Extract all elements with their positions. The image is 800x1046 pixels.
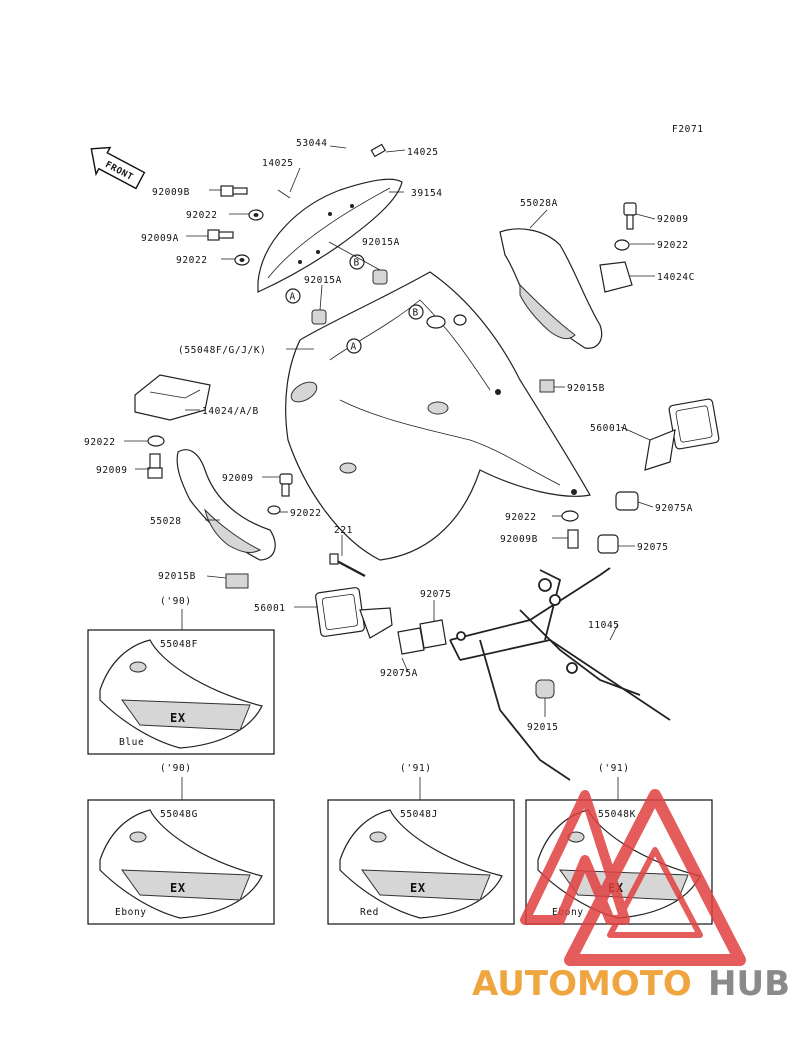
variant-box-2: ('90) EX 55048G Ebony [87, 763, 275, 925]
svg-text:A: A [290, 292, 296, 303]
variant-part: 55048F [160, 639, 198, 650]
label-92022-c: 92022 [84, 437, 116, 448]
grommet-92015a-icon [372, 269, 388, 285]
grommet-92075-right-icon [597, 534, 619, 554]
label-14025a: 14025 [262, 158, 294, 169]
label-92015b-left: 92015B [158, 571, 196, 582]
label-92015: 92015 [527, 722, 559, 733]
label-92075: 92075 [420, 589, 452, 600]
leader-lines [124, 145, 656, 800]
grommet-92075a-right-icon [615, 491, 639, 511]
bolt-92009-mid-icon [279, 473, 293, 497]
label-92022-e: 92022 [657, 240, 689, 251]
washer-92022c-icon [147, 435, 165, 447]
label-92022-d: 92022 [290, 508, 322, 519]
variant-year: ('90) [160, 763, 192, 774]
svg-text:B: B [354, 258, 360, 269]
svg-text:B: B [413, 308, 419, 319]
watermark-text-2: HUB [708, 964, 790, 1004]
label-55028a: 55028A [520, 198, 558, 209]
bolt-92009b-right-icon [567, 529, 579, 549]
label-56001: 56001 [254, 603, 286, 614]
svg-text:EX: EX [170, 881, 186, 895]
variant-part: 55048K [598, 809, 636, 820]
watermark-logo [520, 789, 746, 966]
label-14025b: 14025 [407, 147, 439, 158]
washer-92022f-icon [561, 510, 579, 522]
label-92022-b: 92022 [176, 255, 208, 266]
grommet-92015a-b-icon [311, 309, 327, 325]
label-92009-left: 92009 [96, 465, 128, 476]
label-92009-mid: 92009 [222, 473, 254, 484]
grommet-92015b-left-icon [225, 573, 249, 589]
label-14024c: 14024C [657, 272, 695, 283]
label-92015b-right: 92015B [567, 383, 605, 394]
bolt-92009-right-icon [623, 202, 637, 230]
label-92015a-b: 92015A [304, 275, 342, 286]
variant-year: ('91) [400, 763, 432, 774]
bracket-14024ab-part [134, 374, 211, 421]
variant-year: ('91) [598, 763, 630, 774]
label-53044: 53044 [296, 138, 328, 149]
label-39154: 39154 [411, 188, 443, 199]
washer-92022b-icon [234, 254, 250, 266]
callout-a-2: A [346, 338, 362, 354]
label-221: 221 [334, 525, 353, 536]
front-arrow-icon: FRONT [90, 146, 146, 190]
variant-color: Blue [119, 737, 144, 748]
callout-b-2: B [408, 304, 424, 320]
washer-92022-right-icon [614, 239, 630, 251]
variant-color: Red [360, 907, 379, 918]
grommet-92015-icon [535, 679, 555, 699]
label-92009-right: 92009 [657, 214, 689, 225]
plate-92075-icon [419, 619, 447, 649]
upper-cowl-part [285, 271, 591, 561]
bolt-92009a-icon [207, 229, 234, 241]
washer-92022d-icon [267, 505, 281, 515]
plate-92075a-icon [397, 627, 425, 655]
variant-box-3: ('91) EX 55048J Red [327, 763, 515, 925]
svg-text:EX: EX [170, 711, 186, 725]
variant-part: 55048J [400, 809, 438, 820]
mirror-56001a-part [644, 398, 720, 471]
stay-frame-11045-part [449, 567, 671, 781]
watermark-text-1: AUTOMOTO [472, 964, 692, 1004]
bracket-14024c-icon [599, 261, 633, 293]
inner-panel-left-part [176, 449, 276, 561]
inner-panel-right-part [499, 228, 603, 349]
washer-92022-icon [248, 209, 264, 221]
grommet-92015b-right-icon [539, 379, 555, 393]
variant-box-1: ('90) EX 55048F Blue [87, 596, 275, 755]
label-92009b-top: 92009B [152, 187, 190, 198]
label-55028: 55028 [150, 516, 182, 527]
callout-b-1: B [349, 254, 365, 270]
svg-text:A: A [351, 342, 357, 353]
label-92075a-right: 92075A [655, 503, 693, 514]
bolt-92009-left-icon [147, 453, 163, 479]
variant-part: 55048G [160, 809, 198, 820]
mirror-56001-part [315, 587, 393, 639]
bolt-92009b-icon [220, 185, 248, 197]
screw-221-icon [329, 553, 366, 578]
variant-year: ('90) [160, 596, 192, 607]
windshield-part [257, 178, 403, 293]
svg-text:EX: EX [410, 881, 426, 895]
callout-a-1: A [285, 288, 301, 304]
label-92015a-a: 92015A [362, 237, 400, 248]
label-11045: 11045 [588, 620, 620, 631]
label-14024ab: 14024/A/B [202, 406, 259, 417]
label-92022-a: 92022 [186, 210, 218, 221]
diagram-code: F2071 [672, 124, 704, 135]
label-55048: (55048F/G/J/K) [178, 345, 266, 356]
label-92009b-right: 92009B [500, 534, 538, 545]
label-56001a: 56001A [590, 423, 628, 434]
label-92022-f: 92022 [505, 512, 537, 523]
label-92009a: 92009A [141, 233, 179, 244]
variant-color: Ebony [115, 907, 147, 918]
label-92075-right: 92075 [637, 542, 669, 553]
label-92075a: 92075A [380, 668, 418, 679]
